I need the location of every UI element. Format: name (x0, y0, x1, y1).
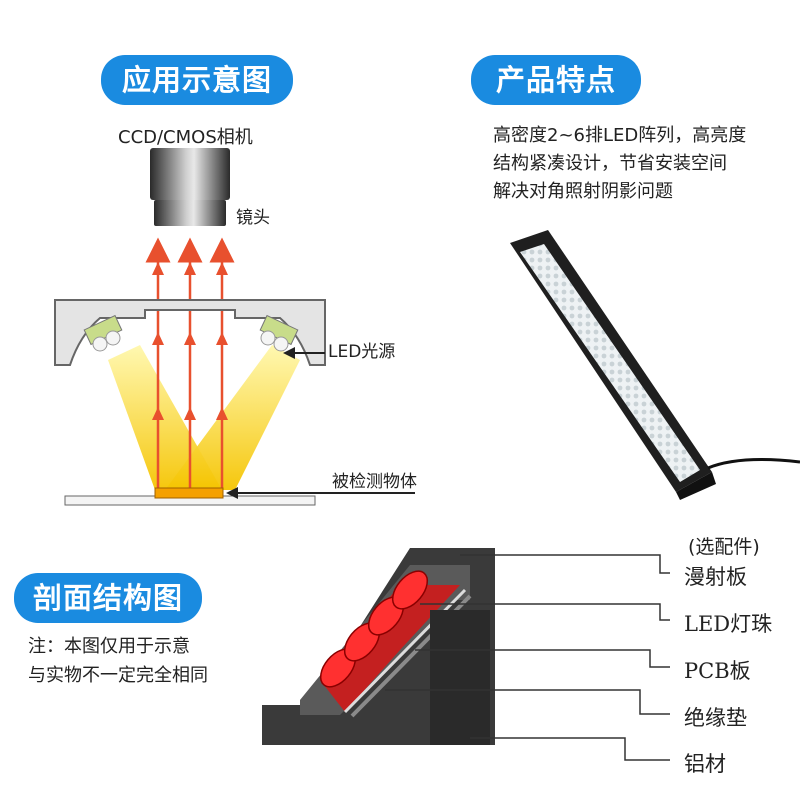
camera-body (150, 148, 230, 200)
label-aluminum: 铝材 (684, 752, 726, 776)
led-module-right (259, 314, 299, 352)
bar-light-product (510, 230, 800, 500)
feature-item-2: 结构紧凑设计，节省安装空间 (493, 153, 727, 174)
label-led-source: LED光源 (328, 342, 396, 362)
section-title-features: 产品特点 (471, 55, 641, 105)
label-diffuser: 漫射板 (684, 565, 747, 589)
note-line-1: 注：本图仅用于示意 (28, 636, 190, 657)
label-led-bead: LED灯珠 (684, 612, 773, 636)
label-optional: (选配件) (688, 536, 760, 558)
label-insulation: 绝缘垫 (684, 706, 747, 730)
camera-lens (154, 200, 226, 226)
label-inspected-object: 被检测物体 (332, 472, 417, 492)
section-title-cross-section: 剖面结构图 (14, 573, 202, 623)
section-title-application: 应用示意图 (101, 55, 293, 105)
inspected-object (154, 487, 224, 499)
feature-item-1: 高密度2~6排LED阵列，高亮度 (493, 125, 747, 146)
label-camera: CCD/CMOS相机 (118, 127, 253, 148)
cross-section-diagram (262, 548, 495, 745)
label-pcb: PCB板 (684, 659, 751, 683)
light-housing (54, 299, 326, 366)
feature-item-3: 解决对角照射阴影问题 (493, 181, 673, 202)
light-beam-right (165, 345, 300, 490)
led-module-left (83, 314, 123, 352)
note-line-2: 与实物不一定完全相同 (28, 665, 208, 686)
label-lens: 镜头 (236, 208, 270, 228)
